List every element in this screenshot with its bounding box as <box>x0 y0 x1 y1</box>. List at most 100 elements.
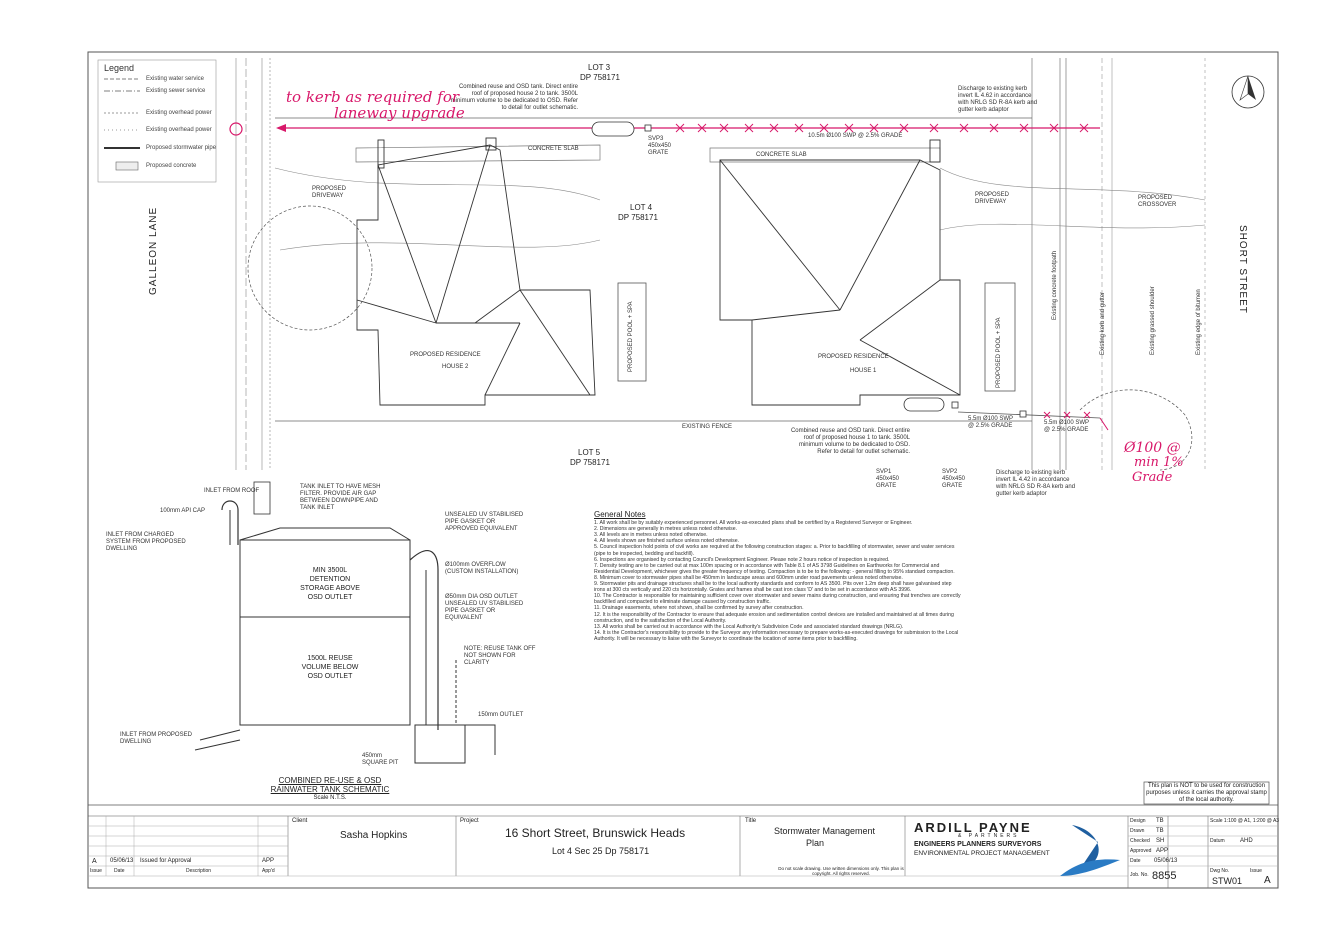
reuse-line: OSD OUTLET <box>307 673 353 680</box>
overflow-label: Ø100mm OVERFLOW (CUSTOM INSTALLATION) <box>445 562 519 575</box>
drawing-title: Stormwater Management <box>774 826 876 836</box>
schematic-scale: Scale N.T.S. <box>313 795 347 801</box>
note-item: 6. Inspections are organised by contacti… <box>594 556 890 563</box>
legend-item: Existing overhead power <box>146 127 212 133</box>
lot3-dp-label: DP 758171 <box>580 73 620 82</box>
checked-value: SH <box>1156 838 1165 844</box>
legend-item: Existing overhead power <box>146 110 212 116</box>
scale-value: Scale 1:100 @ A1, 1:200 @ A3 <box>1210 818 1280 824</box>
checked-label: Checked <box>1130 838 1150 844</box>
note-item: 10. The Contractor is responsible for ma… <box>594 593 961 606</box>
note-item: 9. Stormwater pits and drainage structur… <box>594 581 952 594</box>
datum-value: AHD <box>1240 838 1253 844</box>
job-number: 8855 <box>1152 870 1177 882</box>
discharge-note: Discharge to existing kerb invert IL 4.4… <box>996 470 1076 497</box>
date-label: Date <box>1130 858 1141 864</box>
pipe-annotation-line2: min 1% <box>1134 455 1184 470</box>
fence-label: EXISTING FENCE <box>682 424 733 430</box>
detention-label: MIN 3500L DETENTION STORAGE ABOVE OSD OU… <box>300 566 360 602</box>
header-description: Description <box>186 868 212 874</box>
short-street-label: SHORT STREET <box>1237 225 1248 314</box>
drawn-label: Drawn <box>1130 828 1145 834</box>
pipe-annotation-line1: Ø100 @ <box>1124 440 1181 456</box>
note-item: 2. Dimensions are generally in metres un… <box>594 526 738 533</box>
osd-outlet-label: Ø50mm DIA OSD OUTLET UNSEALED UV STABILI… <box>445 594 524 621</box>
note-item: 11. Drainage easements, where not shown,… <box>594 605 804 612</box>
street-feature-label: Existing kerb and gutter <box>1100 291 1106 355</box>
general-notes: General Notes 1. All work shall be by su… <box>594 510 964 642</box>
tank-inlet-label: TANK INLET TO HAVE MESH FILTER. PROVIDE … <box>300 484 381 511</box>
legend-item: Existing sewer service <box>146 88 206 94</box>
pool-label: PROPOSED POOL + SPA <box>628 301 634 372</box>
header-date: Date <box>114 868 125 874</box>
company-logo-icon <box>1060 822 1124 876</box>
client-name: Sasha Hopkins <box>340 830 408 841</box>
lot3-label: LOT 3 <box>588 63 611 72</box>
company-name: ARDILL PAYNE <box>914 820 1032 835</box>
legend-item: Proposed stormwater pipe <box>146 145 217 151</box>
note-item: 12. It is the responsibility of the Cont… <box>594 611 954 624</box>
issue-label: Issue <box>1250 868 1262 874</box>
concrete-slab-label: CONCRETE SLAB <box>528 146 579 152</box>
drawing-number: STW01 <box>1212 876 1243 886</box>
disclaimer: Do not scale drawing. Use written dimens… <box>778 866 904 876</box>
legend-item: Proposed concrete <box>146 163 197 169</box>
galleon-lane-label: GALLEON LANE <box>148 206 159 295</box>
drawn-value: TB <box>1156 828 1164 834</box>
note-item: 3. All levels are in metres unless noted… <box>594 532 708 539</box>
revision-approver: APP <box>262 858 275 864</box>
company-services: ENVIRONMENTAL PROJECT MANAGEMENT <box>914 850 1050 857</box>
lot4-dp-label: DP 758171 <box>618 213 658 222</box>
outlet-label: 150mm OUTLET <box>478 712 524 718</box>
pool-label: PROPOSED POOL + SPA <box>996 317 1002 388</box>
approved-value: APP <box>1156 848 1169 854</box>
project-label: Project <box>460 818 479 824</box>
discharge-note: Discharge to existing kerb invert IL 4.6… <box>958 86 1038 113</box>
schematic-title: COMBINED RE-USE & OSD RAINWATER TANK SCH… <box>260 776 400 803</box>
reuse-label: 1500L REUSE VOLUME BELOW OSD OUTLET <box>300 654 360 681</box>
svp-label: SVP3 450x450 GRATE <box>648 136 672 156</box>
reuse-line: 1500L REUSE <box>307 655 353 662</box>
revision-issue: A <box>92 858 97 865</box>
house-label: HOUSE 1 <box>850 368 877 374</box>
header-approved: App'd <box>262 868 275 874</box>
api-cap-label: 100mm API CAP <box>160 508 206 514</box>
pipe-label: 10.5m Ø100 SWP @ 2.5% GRADE <box>808 133 903 139</box>
revision-date: 05/06/13 <box>110 858 134 864</box>
drawing-title: Plan <box>806 838 825 848</box>
note-item: 7. Density testing are to be carried out… <box>594 562 955 575</box>
detention-line: STORAGE ABOVE <box>300 585 360 592</box>
kerb-annotation-line1: to kerb as required for <box>286 88 460 106</box>
company-services: ENGINEERS PLANNERS SURVEYORS <box>914 841 1042 848</box>
osd-note: Combined reuse and OSD tank. Direct enti… <box>790 428 910 455</box>
crossover-label: PROPOSED CROSSOVER <box>1138 195 1177 208</box>
lot4-label: LOT 4 <box>630 203 653 212</box>
inlet-proposed-label: INLET FROM PROPOSED DWELLING <box>120 732 192 745</box>
note-item: 1. All work shall be by suitably experie… <box>594 520 913 527</box>
detention-line: DETENTION <box>309 576 351 583</box>
street-feature-label: Existing grassed shoulder <box>1150 286 1156 355</box>
svp-label: SVP1 450x450 GRATE <box>876 469 900 489</box>
job-label: Job. No. <box>1130 872 1149 878</box>
datum-label: Datum <box>1210 838 1225 844</box>
pipe-label: 5.5m Ø100 SWP @ 2.5% GRADE <box>968 416 1013 429</box>
note-item: 5. Council inspection hold points of civ… <box>594 544 955 557</box>
reuse-note-label: NOTE: REUSE TANK OFF NOT SHOWN FOR CLARI… <box>464 646 536 666</box>
lot5-dp-label: DP 758171 <box>570 458 610 467</box>
note-item: 4. All levels shown are finished surface… <box>594 538 740 545</box>
detention-line: OSD OUTLET <box>307 594 353 601</box>
lot5-label: LOT 5 <box>578 448 601 457</box>
schematic-title-line: RAINWATER TANK SCHEMATIC <box>270 785 390 794</box>
legend-title: Legend <box>104 63 135 73</box>
uv-pipe-label: UNSEALED UV STABILISED PIPE GASKET OR AP… <box>445 512 524 532</box>
notes-title: General Notes <box>594 510 646 519</box>
project-address: 16 Short Street, Brunswick Heads <box>505 826 686 840</box>
residence-label: PROPOSED RESIDENCE <box>818 354 889 360</box>
pipe-label: 5.5m Ø100 SWP @ 2.5% GRADE <box>1044 420 1089 433</box>
construction-warning: This plan is NOT to be used for construc… <box>1146 783 1267 803</box>
note-item: 13. All works shall be carried out in ac… <box>594 623 904 630</box>
date-value: 05/06/13 <box>1154 858 1178 864</box>
pipe-annotation-line3: Grade <box>1132 470 1173 485</box>
street-feature-label: Existing edge of bitumen <box>1196 289 1202 355</box>
